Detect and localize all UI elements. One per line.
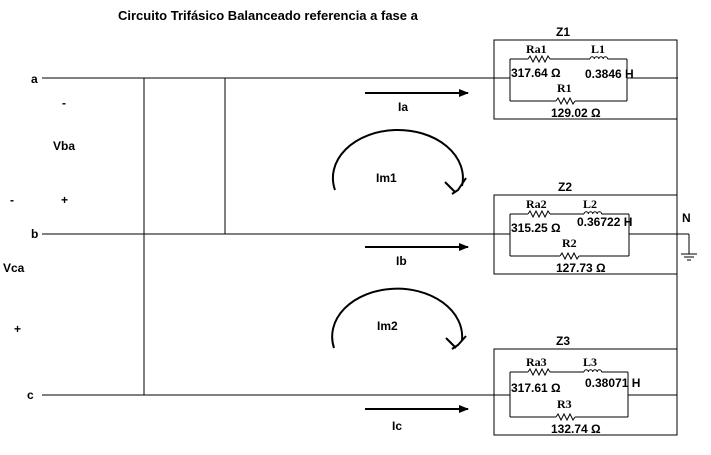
r2-value: 127.73 Ω	[556, 261, 606, 275]
load-z3: Z3 Ra3 L3 317.61 Ω 0.38071 H R3 132.74 Ω	[493, 334, 678, 436]
node-n-label: N	[682, 211, 691, 225]
load-z2-name: Z2	[558, 180, 572, 194]
ra2-label: Ra2	[526, 197, 547, 211]
load-z2: Z2 Ra2 L2 315.25 Ω 0.36722 H R2 127.73 Ω	[493, 180, 678, 275]
load-z3-name: Z3	[556, 334, 570, 348]
mesh-2-label: Im2	[377, 319, 398, 333]
mesh-1-arc	[332, 128, 464, 191]
ra3-label: Ra3	[526, 355, 547, 369]
node-b-label: b	[31, 227, 38, 241]
mesh-2-arrowhead	[451, 335, 467, 350]
vca-minus: -	[10, 193, 14, 207]
ra2-resistor-icon	[527, 209, 551, 219]
r3-resistor-icon	[555, 412, 576, 422]
l2-label: L2	[583, 197, 597, 211]
ra3-resistor-icon	[527, 367, 551, 377]
load-z1: Z1 Ra1 L1 317.64 Ω 0.3846 H R1 129.02 Ω	[493, 25, 678, 120]
vba-label: Vba	[53, 139, 75, 153]
ra2-value: 315.25 Ω	[511, 221, 561, 235]
mesh-2-arc	[331, 287, 464, 349]
ic-label: Ic	[392, 419, 402, 433]
ground-icon	[681, 234, 697, 261]
r3-label: R3	[557, 397, 572, 411]
vba-plus: +	[61, 193, 68, 207]
vba-minus: -	[62, 96, 66, 110]
r1-label: R1	[557, 81, 572, 95]
ra1-label: Ra1	[526, 42, 547, 56]
diagram-title: Circuito Trifásico Balanceado referencia…	[118, 8, 419, 23]
l3-label: L3	[583, 355, 597, 369]
l2-value: 0.36722 H	[577, 215, 632, 229]
ib-label: Ib	[396, 254, 407, 268]
ia-label: Ia	[398, 100, 408, 114]
ra3-value: 317.61 Ω	[511, 381, 561, 395]
r2-resistor-icon	[559, 251, 580, 261]
l3-inductor-icon	[583, 369, 603, 373]
l1-label: L1	[591, 42, 605, 56]
r1-value: 129.02 Ω	[551, 106, 601, 120]
vca-plus: +	[14, 322, 21, 336]
l2-inductor-icon	[583, 211, 603, 215]
r3-value: 132.74 Ω	[551, 422, 601, 436]
mesh-1-arrowhead-b	[444, 181, 456, 193]
l1-inductor-icon	[589, 56, 609, 60]
vca-label: Vca	[3, 261, 25, 275]
mesh-1-arrowhead	[451, 177, 467, 195]
load-z1-name: Z1	[556, 25, 570, 39]
mesh-2-arrowhead-b	[445, 337, 457, 349]
l1-value: 0.3846 H	[585, 67, 634, 81]
r1-resistor-icon	[555, 96, 576, 106]
ra1-resistor-icon	[527, 54, 551, 64]
l3-value: 0.38071 H	[585, 376, 640, 390]
ra1-value: 317.64 Ω	[511, 66, 561, 80]
mesh-1-label: Im1	[376, 171, 397, 185]
node-c-label: c	[27, 388, 34, 402]
node-a-label: a	[31, 72, 38, 86]
r2-label: R2	[562, 236, 577, 250]
